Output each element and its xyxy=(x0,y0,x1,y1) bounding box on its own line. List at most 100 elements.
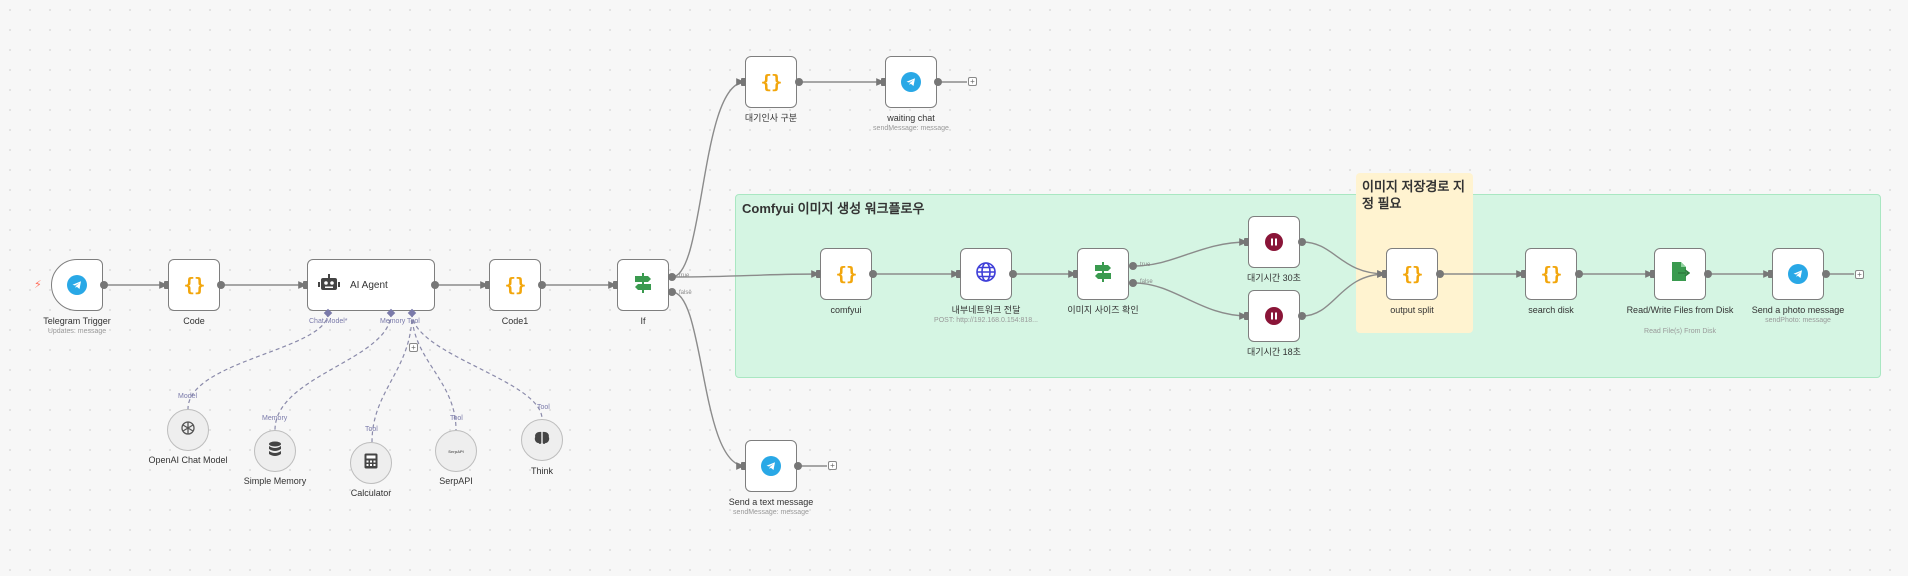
sendtext-output-handle[interactable] xyxy=(794,462,802,470)
node-output-split[interactable]: {} xyxy=(1386,248,1438,300)
node-image-size-check[interactable] xyxy=(1077,248,1129,300)
label-read-write-files: Read/Write Files from Disk xyxy=(1626,305,1734,315)
note-title: 이미지 저장경로 지 정 필요 xyxy=(1362,179,1465,211)
node-greeting-split[interactable]: {} xyxy=(745,56,797,108)
if-false-label: false xyxy=(679,290,692,296)
telegram-icon xyxy=(1788,264,1808,284)
node-read-write-files[interactable] xyxy=(1654,248,1706,300)
telegram-icon xyxy=(67,275,87,295)
if-true-handle[interactable] xyxy=(668,273,676,281)
agent-port-handles[interactable] xyxy=(322,308,418,320)
label-wait-18: 대기시간 18초 xyxy=(1247,347,1301,357)
sizecheck-true-handle[interactable] xyxy=(1129,262,1137,270)
agent-output-handle[interactable] xyxy=(431,281,439,289)
node-send-text-message[interactable] xyxy=(745,440,797,492)
agent-input-handle[interactable] xyxy=(303,281,308,289)
sizecheck-false-handle[interactable] xyxy=(1129,279,1137,287)
node-if[interactable] xyxy=(617,259,669,311)
pause-icon xyxy=(1265,307,1283,325)
node-telegram-trigger[interactable] xyxy=(51,259,103,311)
wait30-input-handle[interactable] xyxy=(1244,238,1249,246)
greeting-output-handle[interactable] xyxy=(795,78,803,86)
sendtext-input-handle[interactable] xyxy=(741,462,746,470)
node-send-photo-message[interactable] xyxy=(1772,248,1824,300)
label-send-photo-message: Send a photo message xyxy=(1751,305,1845,315)
trigger-output-handle[interactable] xyxy=(100,281,108,289)
sublabel-telegram-trigger: Updates: message xyxy=(47,328,107,335)
wait18-input-handle[interactable] xyxy=(1244,312,1249,320)
code-output-handle[interactable] xyxy=(217,281,225,289)
calculator-icon xyxy=(364,453,378,474)
waiting-input-handle[interactable] xyxy=(881,78,886,86)
label-code: Code xyxy=(183,316,205,326)
readwrite-input-handle[interactable] xyxy=(1650,270,1655,278)
wait30-output-handle[interactable] xyxy=(1298,238,1306,246)
sublabel-send-text-message: sendMessage: message xyxy=(733,509,809,516)
node-ai-agent[interactable]: AI Agent xyxy=(307,259,435,311)
subnode-model-port: Model xyxy=(178,393,198,400)
code1-input-handle[interactable] xyxy=(485,281,490,289)
subnode-openai-chat-model[interactable] xyxy=(167,409,209,451)
node-comfyui[interactable]: {} xyxy=(820,248,872,300)
label-image-size-check: 이미지 사이즈 확인 xyxy=(1067,305,1139,315)
sizecheck-true-label: true xyxy=(1140,262,1151,268)
subnode-memory-port: Memory xyxy=(262,415,288,422)
subnode-think-port: Tool xyxy=(537,404,550,411)
sizecheck-input-handle[interactable] xyxy=(1073,270,1078,278)
openai-icon xyxy=(179,419,197,442)
braces-icon: {} xyxy=(183,274,206,296)
search-output-handle[interactable] xyxy=(1575,270,1583,278)
database-icon xyxy=(268,441,282,462)
robot-icon xyxy=(318,273,340,297)
if-true-label: true xyxy=(679,273,690,279)
braces-icon: {} xyxy=(1401,263,1424,285)
sublabel-read-write-files: Read File(s) From Disk xyxy=(1644,328,1716,335)
label-if: If xyxy=(640,316,646,326)
file-icon xyxy=(1670,261,1691,288)
label-output-split: output split xyxy=(1390,305,1434,315)
sendtext-add-button[interactable]: + xyxy=(828,461,837,470)
comfyui-input-handle[interactable] xyxy=(816,270,821,278)
http-output-handle[interactable] xyxy=(1009,270,1017,278)
code1-output-handle[interactable] xyxy=(538,281,546,289)
node-wait-18[interactable] xyxy=(1248,290,1300,342)
node-code[interactable]: {} xyxy=(168,259,220,311)
node-code1[interactable]: {} xyxy=(489,259,541,311)
comfyui-output-handle[interactable] xyxy=(869,270,877,278)
signpost-icon xyxy=(632,272,654,299)
label-greeting-split: 대기인사 구분 xyxy=(744,113,798,123)
greeting-input-handle[interactable] xyxy=(741,78,746,86)
globe-icon xyxy=(975,261,997,288)
readwrite-output-handle[interactable] xyxy=(1704,270,1712,278)
label-internal-network: 내부네트워크 전달 xyxy=(951,305,1021,315)
output-input-handle[interactable] xyxy=(1382,270,1387,278)
waiting-output-handle[interactable] xyxy=(934,78,942,86)
label-waiting-chat: waiting chat xyxy=(887,113,935,123)
photo-add-button[interactable]: + xyxy=(1855,270,1864,279)
subnode-serpapi[interactable]: SerpAPI xyxy=(435,430,477,472)
subnode-calculator[interactable] xyxy=(350,442,392,484)
label-think: Think xyxy=(530,466,553,476)
wait18-output-handle[interactable] xyxy=(1298,312,1306,320)
node-internal-network[interactable] xyxy=(960,248,1012,300)
photo-input-handle[interactable] xyxy=(1768,270,1773,278)
telegram-icon xyxy=(761,456,781,476)
serpapi-icon: SerpAPI xyxy=(448,448,464,454)
agent-add-tool-button[interactable]: + xyxy=(409,343,418,352)
node-search-disk[interactable]: {} xyxy=(1525,248,1577,300)
group-title: Comfyui 이미지 생성 워크플로우 xyxy=(742,201,925,216)
signpost-icon xyxy=(1092,261,1114,288)
waiting-add-button[interactable]: + xyxy=(968,77,977,86)
braces-icon: {} xyxy=(504,274,527,296)
search-input-handle[interactable] xyxy=(1521,270,1526,278)
node-waiting-chat[interactable] xyxy=(885,56,937,108)
http-input-handle[interactable] xyxy=(956,270,961,278)
output-output-handle[interactable] xyxy=(1436,270,1444,278)
subnode-think[interactable] xyxy=(521,419,563,461)
if-false-handle[interactable] xyxy=(668,288,676,296)
photo-output-handle[interactable] xyxy=(1822,270,1830,278)
subnode-simple-memory[interactable] xyxy=(254,430,296,472)
if-input-handle[interactable] xyxy=(613,281,618,289)
code-input-handle[interactable] xyxy=(164,281,169,289)
node-wait-30[interactable] xyxy=(1248,216,1300,268)
